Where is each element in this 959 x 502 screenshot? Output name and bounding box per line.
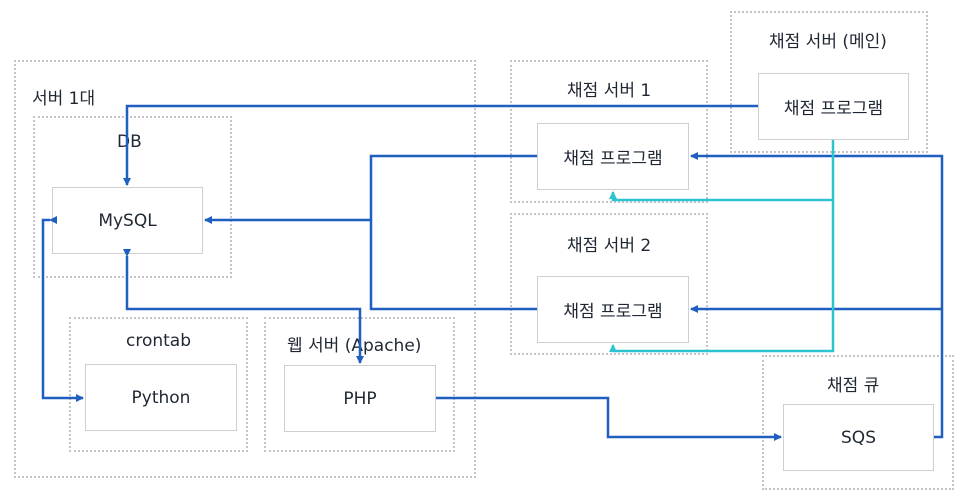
node-main-program-label: 채점 프로그램 <box>783 99 884 119</box>
node-grader1-program-label: 채점 프로그램 <box>563 149 663 169</box>
node-php[interactable]: PHP <box>284 365 436 432</box>
node-grader2-program-label: 채점 프로그램 <box>563 302 663 322</box>
node-mysql[interactable]: MySQL <box>52 187 203 254</box>
edge-php-to-sqs <box>436 396 782 441</box>
group-db-label: DB <box>117 132 142 152</box>
group-queue-label: 채점 큐 <box>827 376 880 396</box>
node-python-label: Python <box>131 387 191 408</box>
node-main-program[interactable]: 채점 프로그램 <box>758 73 909 140</box>
group-grader1-label: 채점 서버 1 <box>567 81 652 101</box>
node-grader1-program[interactable]: 채점 프로그램 <box>537 123 689 190</box>
group-server1-label: 서버 1대 <box>32 89 96 109</box>
group-grader2-label: 채점 서버 2 <box>567 236 652 256</box>
group-crontab-label: crontab <box>126 331 192 351</box>
node-sqs[interactable]: SQS <box>783 404 934 471</box>
node-php-label: PHP <box>343 388 377 409</box>
node-sqs-label: SQS <box>841 427 876 448</box>
node-grader2-program[interactable]: 채점 프로그램 <box>537 276 689 343</box>
group-web-server-label: 웹 서버 (Apache) <box>287 336 422 356</box>
node-python[interactable]: Python <box>85 364 237 431</box>
group-grader-main-label: 채점 서버 (메인) <box>769 32 887 52</box>
node-mysql-label: MySQL <box>98 210 157 231</box>
